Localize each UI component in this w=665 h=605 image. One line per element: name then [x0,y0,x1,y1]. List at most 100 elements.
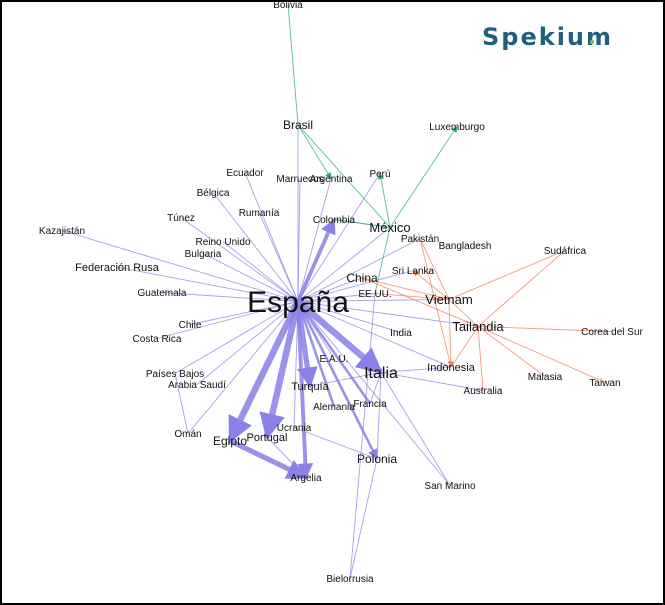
edge-es-eg [227,300,301,444]
node-label-cn: China [346,271,378,285]
edge-es-ar [297,178,332,302]
edge-es-cn [297,277,363,302]
node-label-bg: Bulgaria [185,249,222,260]
node-label-tr: Turquía [291,381,329,393]
node-label-lk: Sri Lanka [392,266,435,277]
node-label-om: Omán [174,429,201,440]
node-label-de: Alemania [313,402,355,413]
edge-bo-br [287,4,299,125]
edge-eg-dz [228,438,308,480]
edge-es-kz [61,230,299,302]
node-label-my: Malasia [528,372,563,383]
edge-th-za [477,250,566,327]
edge-es-cr [156,301,299,339]
edge-es-lk [297,270,414,302]
node-label-fr: Francia [353,399,387,410]
node-label-br: Brasil [283,118,313,132]
node-label-ru: Rumanía [239,208,280,219]
edge-es-de [296,301,336,407]
edge-th-tw [477,326,606,383]
edge-es-be [212,192,299,302]
edge-es-nl [174,301,299,374]
node-label-za: Sudáfrica [544,246,587,257]
edge-th-id [450,326,479,368]
node-label-tw: Taiwan [589,378,620,389]
node-label-au: Australia [464,386,503,397]
node-label-bd: Bangladesh [439,241,492,252]
node-label-lu: Luxemburgo [429,122,485,133]
edge-co-mx [333,219,391,228]
edge-es-mx [297,227,391,302]
node-label-cl: Chile [179,320,202,331]
node-label-us: EE.UU. [358,289,391,300]
edge-it-tr [309,371,382,387]
logo-text: Spekium [482,23,613,51]
node-label-nl: Países Bajos [146,369,204,380]
edge-it-au [380,371,484,391]
edge-it-id [380,366,452,373]
node-label-by: Bielorrusia [326,574,374,585]
edge-it-fr [369,372,382,404]
edge-it-pl [376,372,382,459]
edge-th-kr [477,326,613,332]
edge-es-dz [296,301,314,480]
node-label-sm: San Marino [424,481,476,492]
edge-es-us [297,293,376,302]
node-label-co: Colombia [313,215,356,226]
edge-mx-lu [389,125,458,228]
edge-mx-us [374,227,391,294]
node-label-it: Italia [364,365,398,382]
edge-es-it [295,299,384,375]
edge-pt-dz [266,436,307,478]
edge-mx-pe [377,172,391,228]
node-label-ae: E.A.U. [320,354,349,365]
node-label-vn: Vietnam [425,292,472,307]
edge-es-om [187,301,299,434]
edge-es-bg [202,253,299,302]
edge-th-vn [448,299,479,327]
node-label-in: India [390,328,412,339]
node-label-th: Tailandia [452,319,504,334]
edge-it-sm [380,372,451,486]
node-label-pl: Polonia [357,452,397,466]
node-label-tn: Túnez [167,213,195,224]
edge-es-rs [116,266,299,302]
node-label-ma: Marruecos [276,174,323,185]
edge-es-th [297,301,479,327]
edge-vn-pk [419,238,450,300]
edge-th-cn [361,277,479,327]
edge-es-cl [189,301,299,325]
node-label-gt: Guatemala [138,288,187,299]
edge-br-mx [297,124,391,228]
node-label-bo: Bolivia [273,0,303,11]
node-label-eg: Egipto [213,434,247,448]
edge-vn-us [374,293,450,300]
node-label-ar: Argentina [310,174,353,185]
edge-es-gt [161,292,299,302]
edge-br-ar [297,124,332,180]
node-label-kz: Kazajistán [39,226,85,237]
edge-es-id [297,301,452,368]
node-label-mx: México [369,220,410,235]
edges-layer [61,4,613,579]
node-label-cr: Costa Rica [133,334,182,345]
edge-es-vn [297,299,450,302]
edge-za-vn [448,250,566,300]
spekium-logo: Spekium [482,23,613,51]
edge-es-uk [222,241,299,302]
edge-th-my [477,326,546,377]
edge-es-in [297,301,402,333]
edge-us-by [349,293,376,579]
node-label-ua: Ucrania [277,423,312,434]
edge-es-pt [259,300,302,440]
edge-es-pl [296,300,379,460]
node-label-kr: Corea del Sur [581,327,643,338]
edge-es-ec [244,172,299,302]
node-label-dz: Argelia [290,473,322,484]
node-label-id: Indonesia [427,362,476,374]
node-label-sa: Arabia Saudí [168,380,226,391]
edge-th-au [477,326,484,391]
node-label-be: Bélgica [197,188,230,199]
